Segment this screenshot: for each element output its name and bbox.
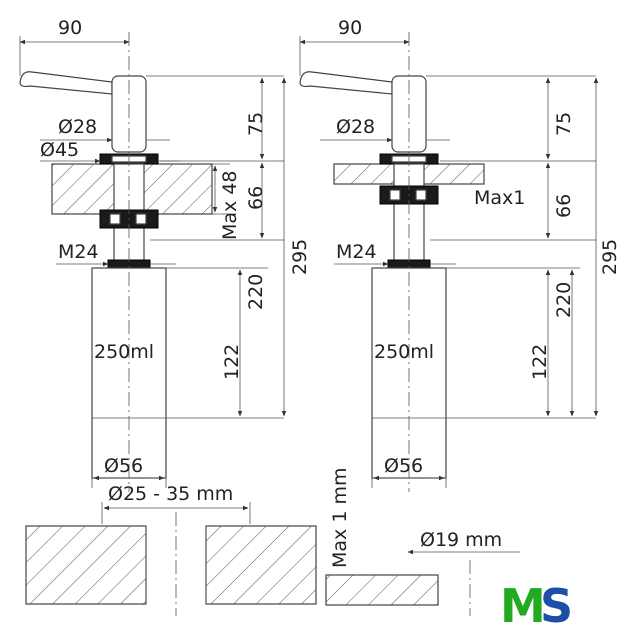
bottom-max-thickness: Max 1 mm: [329, 468, 351, 568]
right-dim-75: 75: [553, 112, 575, 136]
right-dim-m24: M24: [336, 241, 377, 263]
right-volume-label: 250ml: [374, 341, 434, 363]
left-dim-max48: Max 48: [219, 171, 241, 241]
right-spout-arm: [299, 71, 393, 95]
left-dim-90: 90: [58, 17, 82, 39]
bottom-thin-plate: [325, 574, 439, 606]
bottom-counter-right: [205, 525, 317, 605]
bottom-counter-left: [25, 525, 147, 605]
right-dim-28: Ø28: [336, 116, 375, 138]
right-dim-max1: Max1: [474, 187, 525, 209]
left-dim-295: 295: [289, 239, 311, 275]
left-dim-122: 122: [221, 344, 243, 380]
left-dim-28: Ø28: [58, 116, 97, 138]
logo-letter-m: M: [500, 579, 546, 633]
left-spout-arm: [19, 71, 113, 95]
left-dim-56: Ø56: [104, 455, 143, 477]
right-dim-56: Ø56: [384, 455, 423, 477]
bottom-hole-small: Ø19 mm: [420, 529, 502, 551]
left-dim-m24: M24: [58, 241, 99, 263]
left-dim-66: 66: [245, 186, 267, 210]
left-volume-label: 250ml: [94, 341, 154, 363]
left-dim-75: 75: [245, 112, 267, 136]
ms-logo: M S: [500, 579, 573, 633]
left-view: 90 Ø28 Ø45 Max 48 75 66 295 M24 220 12: [19, 17, 311, 492]
left-dim-45: Ø45: [40, 139, 79, 161]
left-dim-220: 220: [245, 274, 267, 310]
right-dim-295: 295: [599, 239, 621, 275]
right-dim-90: 90: [338, 17, 362, 39]
right-dim-66: 66: [553, 194, 575, 218]
logo-letter-s: S: [540, 579, 573, 633]
bottom-hole-range: Ø25 - 35 mm: [108, 483, 233, 505]
bottom-section: Ø25 - 35 mm Max 1 mm Ø19 mm: [25, 468, 520, 616]
right-dim-122: 122: [529, 344, 551, 380]
right-dim-220: 220: [553, 282, 575, 318]
right-view: 90 Ø28 Max1 75 66 295 M24 220 122 250ml: [299, 17, 621, 492]
